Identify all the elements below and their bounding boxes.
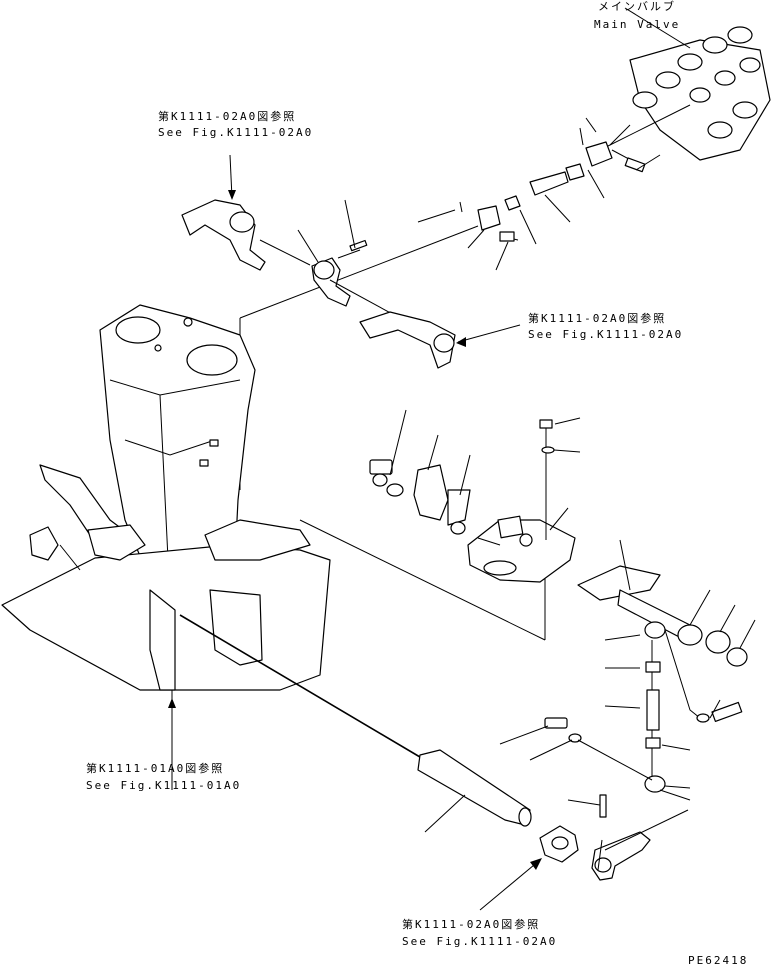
main-valve-illustration xyxy=(599,7,771,161)
shaft-bearing xyxy=(179,614,689,911)
ref-left-en: See Fig.K1111-01A0 xyxy=(86,779,242,792)
ref-right-en: See Fig.K1111-02A0 xyxy=(528,328,684,341)
main-valve-label-en: Main Valve xyxy=(594,18,681,31)
upper-linkage xyxy=(239,117,661,490)
ref-right-jp: 第K1111-02A0図参照 xyxy=(528,312,667,325)
lower-linkage xyxy=(369,409,756,801)
part-number: PE62418 xyxy=(688,954,749,967)
floor-plate xyxy=(1,464,546,790)
ref-bottom-jp: 第K1111-02A0図参照 xyxy=(402,918,541,931)
ref-left-jp: 第K1111-01A0図参照 xyxy=(86,762,225,775)
ref-bottom-en: See Fig.K1111-02A0 xyxy=(402,935,558,948)
ref-top-jp: 第K1111-02A0図参照 xyxy=(158,110,297,123)
ref-top-en: See Fig.K1111-02A0 xyxy=(158,126,314,139)
main-valve-label-jp: メインバルブ xyxy=(598,0,676,13)
upper-bellcrank xyxy=(181,154,521,369)
